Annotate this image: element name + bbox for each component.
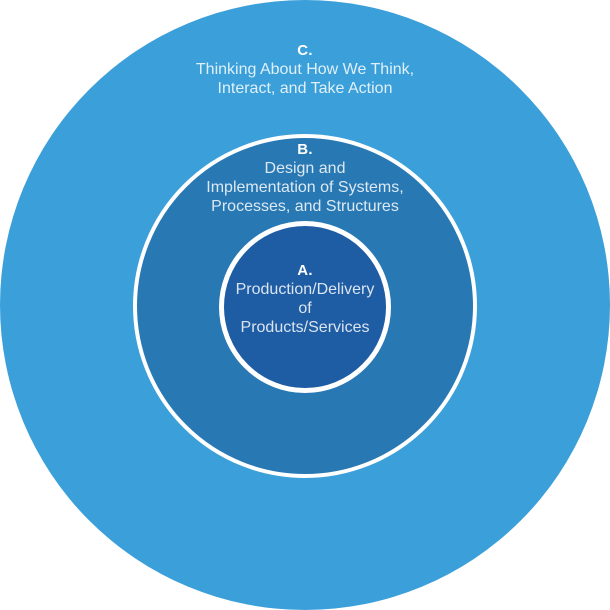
inner-circle-a [219, 221, 391, 393]
